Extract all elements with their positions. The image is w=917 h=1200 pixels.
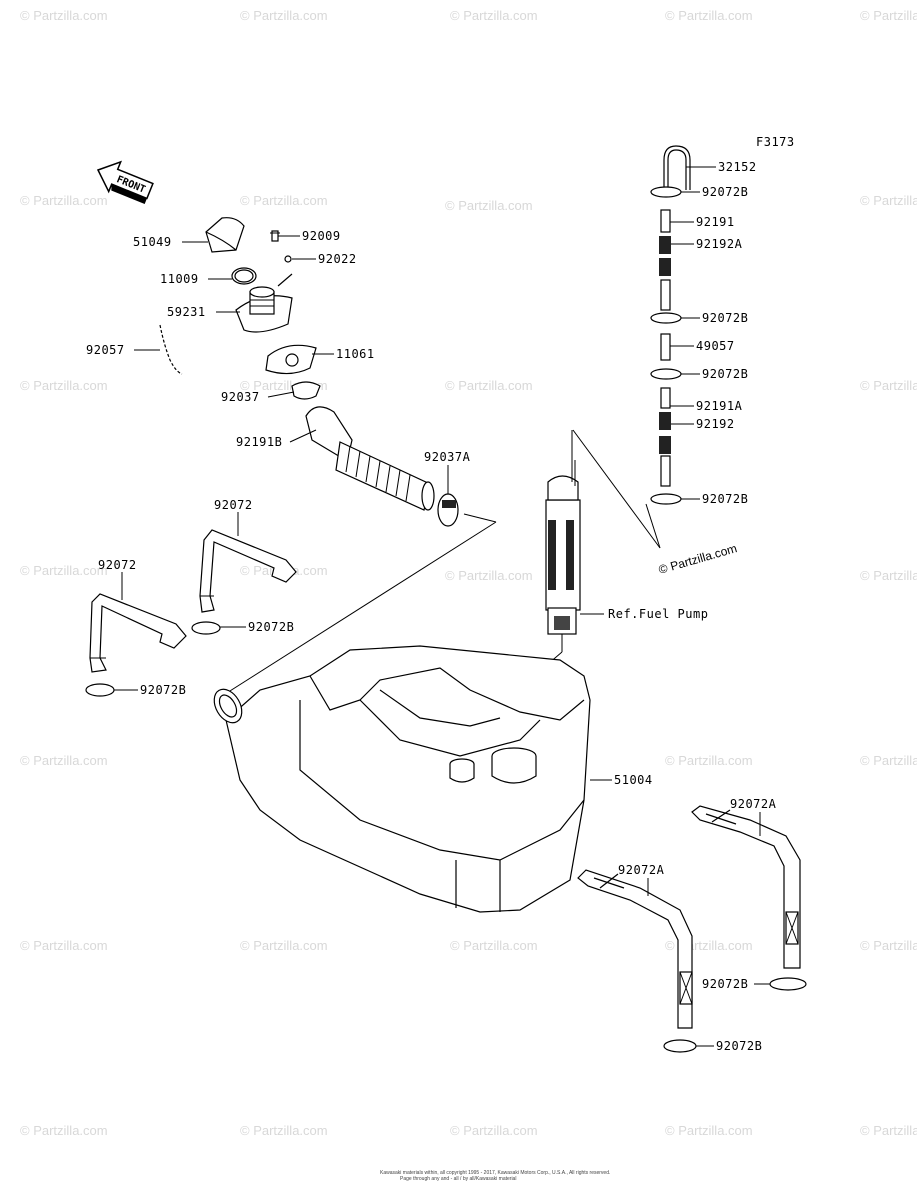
part-label-51049: 51049 bbox=[133, 235, 172, 249]
part-label-92072b: 92072B bbox=[702, 185, 748, 199]
bracket-left-upper bbox=[199, 529, 297, 613]
leader-lines-brackets bbox=[114, 512, 246, 691]
part-label-92037: 92037 bbox=[221, 390, 260, 404]
watermark: © Partzilla.com bbox=[20, 1123, 108, 1138]
part-label-49057: 49057 bbox=[696, 339, 735, 353]
watermark: © Partzilla.com bbox=[240, 938, 328, 953]
part-labels: 32152 92072B 92191 92192A 92072B 49057 9… bbox=[86, 160, 777, 1053]
vent-hose-assembly bbox=[572, 145, 691, 549]
watermark: © Partzilla.com bbox=[450, 938, 538, 953]
part-label-92072b: 92072B bbox=[248, 620, 294, 634]
watermark: © Partzilla.com bbox=[445, 568, 533, 583]
leader-lines-right bbox=[670, 166, 716, 500]
part-label-51004: 51004 bbox=[614, 773, 653, 787]
watermark: © Partzilla.com bbox=[860, 753, 917, 768]
strap-right-lower bbox=[577, 869, 714, 1053]
part-label-59231: 59231 bbox=[167, 305, 206, 319]
watermark: © Partzilla.com bbox=[20, 938, 108, 953]
bracket-left-lower bbox=[89, 593, 187, 673]
footer-line-2: Page through any and - all / by all/Kawa… bbox=[400, 1176, 516, 1182]
part-label-92072: 92072 bbox=[214, 498, 253, 512]
figure-code: F3173 bbox=[756, 135, 795, 149]
watermark: © Partzilla.com bbox=[860, 193, 917, 208]
filler-assembly bbox=[159, 217, 459, 527]
part-label-92072b: 92072B bbox=[702, 311, 748, 325]
strap-right-upper bbox=[691, 805, 807, 991]
watermark: © Partzilla.com bbox=[860, 8, 917, 23]
part-label-11009: 11009 bbox=[160, 272, 199, 286]
part-label-92009: 92009 bbox=[302, 229, 341, 243]
part-label-92037a: 92037A bbox=[424, 450, 471, 464]
part-label-92191a: 92191A bbox=[696, 399, 743, 413]
part-label-92192: 92192 bbox=[696, 417, 735, 431]
part-label-92072a: 92072A bbox=[618, 863, 665, 877]
watermark: © Partzilla.com bbox=[20, 378, 108, 393]
part-label-92057: 92057 bbox=[86, 343, 125, 357]
watermark: © Partzilla.com bbox=[20, 8, 108, 23]
corrugated-hose bbox=[335, 441, 435, 511]
part-label-32152: 32152 bbox=[718, 160, 757, 174]
watermark: © Partzilla.com bbox=[860, 1123, 917, 1138]
footer-line-1: Kawasaki materials within, all copyright… bbox=[380, 1170, 610, 1176]
watermark: © Partzilla.com bbox=[665, 1123, 753, 1138]
part-label-92022: 92022 bbox=[318, 252, 357, 266]
part-label-92072a: 92072A bbox=[730, 797, 777, 811]
watermark: © Partzilla.com bbox=[240, 193, 328, 208]
watermark: © Partzilla.com bbox=[860, 378, 917, 393]
part-label-92191b: 92191B bbox=[236, 435, 282, 449]
watermark: © Partzilla.com bbox=[445, 378, 533, 393]
watermark: © Partzilla.com bbox=[860, 938, 917, 953]
part-label-92072b: 92072B bbox=[702, 367, 748, 381]
part-label-92072b: 92072B bbox=[716, 1039, 762, 1053]
watermark: © Partzilla.com bbox=[20, 753, 108, 768]
part-label-92072: 92072 bbox=[98, 558, 137, 572]
front-arrow-icon: FRONT bbox=[96, 160, 154, 204]
clips-left bbox=[85, 621, 221, 697]
part-label-92072b: 92072B bbox=[702, 977, 748, 991]
part-label-92192a: 92192A bbox=[696, 237, 743, 251]
watermark: © Partzilla.com bbox=[240, 1123, 328, 1138]
part-label-92072b: 92072B bbox=[702, 492, 748, 506]
leader-lines-left bbox=[134, 235, 497, 697]
watermark: © Partzilla.com bbox=[450, 1123, 538, 1138]
watermark: © Partzilla.com bbox=[240, 8, 328, 23]
fuel-pump bbox=[519, 430, 604, 689]
watermark: © Partzilla.com bbox=[665, 8, 753, 23]
watermarks: © Partzilla.com © Partzilla.com © Partzi… bbox=[20, 8, 917, 1138]
watermark: © Partzilla.com bbox=[20, 563, 108, 578]
ref-fuel-pump-label: Ref.Fuel Pump bbox=[608, 607, 708, 621]
watermark: © Partzilla.com bbox=[445, 198, 533, 213]
watermark: © Partzilla.com bbox=[665, 753, 753, 768]
part-label-92072b: 92072B bbox=[140, 683, 186, 697]
fuel-tank bbox=[213, 645, 612, 913]
part-label-92191: 92191 bbox=[696, 215, 735, 229]
copyright-text: © Partzilla.com bbox=[657, 541, 739, 577]
part-label-11061: 11061 bbox=[336, 347, 375, 361]
watermark: © Partzilla.com bbox=[450, 8, 538, 23]
watermark: © Partzilla.com bbox=[20, 193, 108, 208]
watermark: © Partzilla.com bbox=[860, 568, 917, 583]
